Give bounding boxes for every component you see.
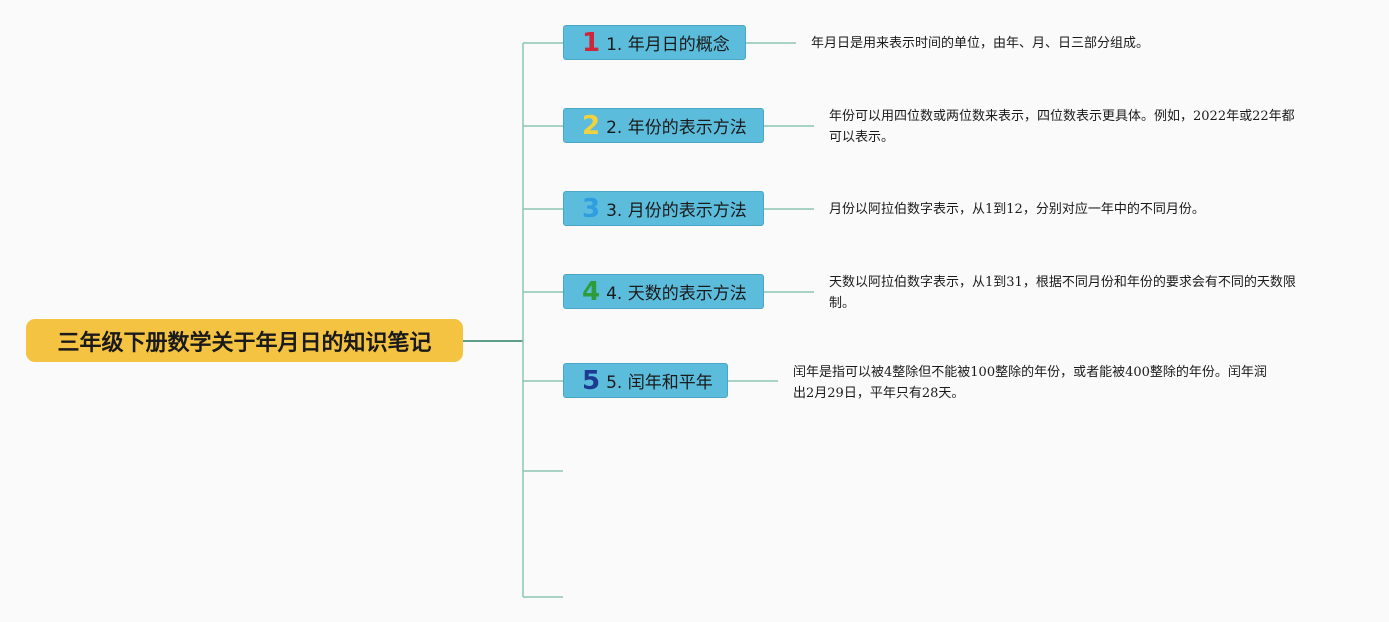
- branch-label-5: 5. 闰年和平年: [606, 373, 713, 393]
- number-two-icon: 2: [582, 110, 601, 141]
- root-topic[interactable]: 三年级下册数学关于年月日的知识笔记: [26, 319, 463, 362]
- description-line: 制。: [829, 296, 856, 311]
- branch-label-4: 4. 天数的表示方法: [606, 284, 747, 304]
- number-four-icon: 4: [582, 276, 601, 307]
- branch-label-3: 3. 月份的表示方法: [606, 201, 747, 221]
- branch-label-1: 1. 年月日的概念: [606, 35, 730, 55]
- branch-description-1: 年月日是用来表示时间的单位，由年、月、日三部分组成。: [811, 33, 1149, 54]
- description-line: 天数以阿拉伯数字表示，从1到31，根据不同月份和年份的要求会有不同的天数限: [829, 275, 1296, 290]
- branch-description-4: 天数以阿拉伯数字表示，从1到31，根据不同月份和年份的要求会有不同的天数限 制。: [829, 272, 1296, 314]
- description-line: 年月日是用来表示时间的单位，由年、月、日三部分组成。: [811, 36, 1150, 51]
- branch-label-2: 2. 年份的表示方法: [606, 118, 747, 138]
- branch-description-3: 月份以阿拉伯数字表示，从1到12，分别对应一年中的不同月份。: [829, 199, 1205, 220]
- description-line: 可以表示。: [829, 130, 895, 145]
- branch-description-2: 年份可以用四位数或两位数来表示，四位数表示更具体。例如，2022年或22年都 可…: [829, 106, 1295, 148]
- description-line: 闰年是指可以被4整除但不能被100整除的年份，或者能被400整除的年份。闰年润: [793, 365, 1267, 380]
- branch-topic-4[interactable]: 4 4. 天数的表示方法: [563, 274, 764, 309]
- branch-topic-2[interactable]: 2 2. 年份的表示方法: [563, 108, 764, 143]
- branch-description-5: 闰年是指可以被4整除但不能被100整除的年份，或者能被400整除的年份。闰年润 …: [793, 362, 1267, 404]
- number-one-icon: 1: [582, 27, 601, 58]
- branch-topic-5[interactable]: 5 5. 闰年和平年: [563, 363, 728, 398]
- description-line: 月份以阿拉伯数字表示，从1到12，分别对应一年中的不同月份。: [829, 202, 1205, 217]
- description-line: 出2月29日，平年只有28天。: [793, 386, 965, 401]
- number-five-icon: 5: [582, 365, 601, 396]
- description-line: 年份可以用四位数或两位数来表示，四位数表示更具体。例如，2022年或22年都: [829, 109, 1295, 124]
- branch-topic-3[interactable]: 3 3. 月份的表示方法: [563, 191, 764, 226]
- number-three-icon: 3: [582, 193, 601, 224]
- branch-topic-1[interactable]: 1 1. 年月日的概念: [563, 25, 746, 60]
